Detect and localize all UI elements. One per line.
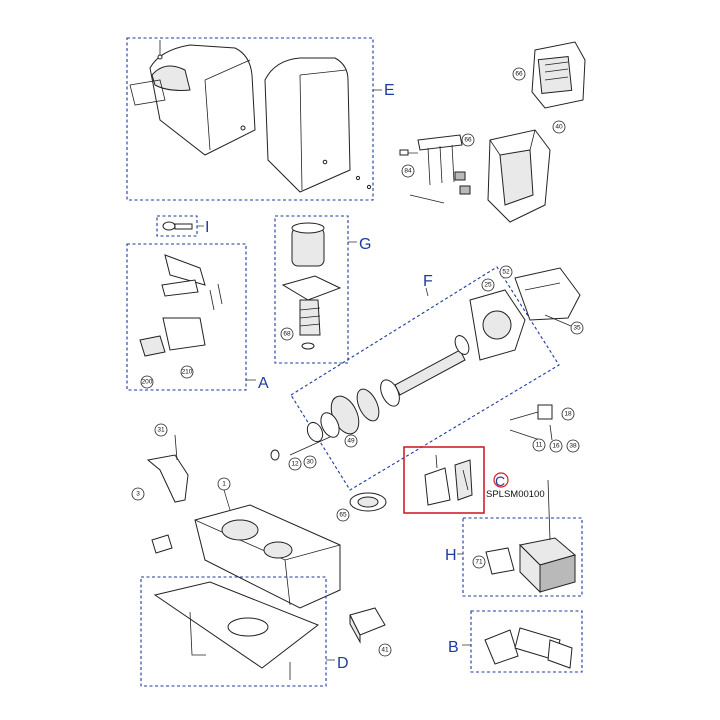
callout-1: 1 [217, 477, 231, 491]
callout-30: 30 [303, 455, 317, 469]
callout-18: 18 [561, 407, 575, 421]
svg-text:11: 11 [536, 442, 543, 449]
callout-16: 16 [549, 439, 563, 453]
svg-text:84: 84 [404, 168, 412, 175]
group-letter-b: B [448, 639, 459, 656]
svg-text:3: 3 [136, 491, 140, 498]
svg-text:41: 41 [381, 647, 389, 654]
callout-25: 25 [481, 278, 495, 292]
callout-65: 65 [336, 508, 350, 522]
gearbox-end-cover-part: 52 25 35 [481, 265, 584, 335]
group-c-switch-kit[interactable]: C SPLSM00100 [403, 446, 545, 514]
rear-cover-part [264, 57, 372, 193]
svg-text:35: 35 [573, 325, 581, 332]
group-letter-c: C [495, 473, 505, 489]
svg-text:1: 1 [222, 481, 226, 488]
group-b-brackets[interactable]: B [448, 610, 583, 673]
control-board-part: 66 [512, 41, 586, 109]
callout-210: 210 [180, 365, 194, 379]
svg-text:49: 49 [347, 438, 355, 445]
svg-text:210: 210 [182, 369, 193, 376]
callout-200: 200 [140, 375, 154, 389]
callout-84: 84 [401, 164, 415, 178]
group-i-release-key[interactable]: I [156, 215, 209, 237]
svg-text:12: 12 [291, 461, 299, 468]
group-letter-h: H [445, 547, 457, 564]
svg-text:66: 66 [464, 137, 472, 144]
callout-41: 41 [378, 643, 392, 657]
group-a-release-lock[interactable]: A 200 210 [126, 243, 269, 392]
svg-text:65: 65 [339, 512, 347, 519]
group-d-base-plate[interactable]: D [140, 576, 349, 687]
wiring-bracket-part: 66 84 [399, 133, 475, 204]
svg-text:40: 40 [555, 124, 563, 131]
group-letter-g: G [359, 236, 371, 253]
callout-66-wiring: 66 [461, 133, 475, 147]
housing-40-part: 40 [487, 120, 566, 223]
group-letter-e: E [384, 82, 395, 99]
svg-text:30: 30 [306, 459, 314, 466]
svg-text:71: 71 [475, 559, 483, 566]
callout-35: 35 [570, 321, 584, 335]
callout-31: 31 [154, 423, 168, 437]
svg-text:38: 38 [569, 443, 577, 450]
svg-text:18: 18 [564, 411, 572, 418]
bearing-65-part: 65 [336, 492, 387, 522]
callout-38: 38 [566, 439, 580, 453]
svg-text:52: 52 [502, 269, 510, 276]
callout-66-board: 66 [512, 67, 526, 81]
group-letter-d: D [337, 655, 349, 672]
kit-code-label: SPLSM00100 [486, 489, 545, 500]
callout-68: 68 [280, 327, 294, 341]
front-cover-part [129, 40, 256, 156]
group-g-motor[interactable]: G 68 [274, 215, 371, 364]
svg-text:200: 200 [142, 379, 153, 386]
limit-switch-parts: 18 11 16 38 [509, 404, 580, 453]
svg-text:16: 16 [552, 443, 560, 450]
group-letter-a: A [258, 375, 269, 392]
callout-49: 49 [344, 434, 358, 448]
arm-3-part: 31 3 [131, 423, 189, 503]
small-clip-part [151, 534, 173, 554]
svg-text:66: 66 [515, 71, 523, 78]
group-f-gear-train[interactable]: F 49 12 30 [270, 266, 560, 491]
group-letter-i: I [205, 219, 209, 236]
group-letter-f: F [423, 273, 433, 290]
terminal-cover-41-part: 41 [349, 607, 392, 657]
svg-text:68: 68 [283, 331, 291, 338]
callout-71: 71 [472, 555, 486, 569]
main-housing-part: 1 [194, 477, 341, 609]
callout-3: 3 [131, 487, 145, 501]
group-e-covers[interactable]: E [126, 37, 395, 201]
callout-52: 52 [499, 265, 513, 279]
callout-40: 40 [552, 120, 566, 134]
svg-text:31: 31 [157, 427, 165, 434]
callout-11: 11 [532, 438, 546, 452]
svg-text:25: 25 [484, 282, 492, 289]
group-h-transformer[interactable]: H 71 [445, 479, 583, 597]
callout-12: 12 [288, 457, 302, 471]
